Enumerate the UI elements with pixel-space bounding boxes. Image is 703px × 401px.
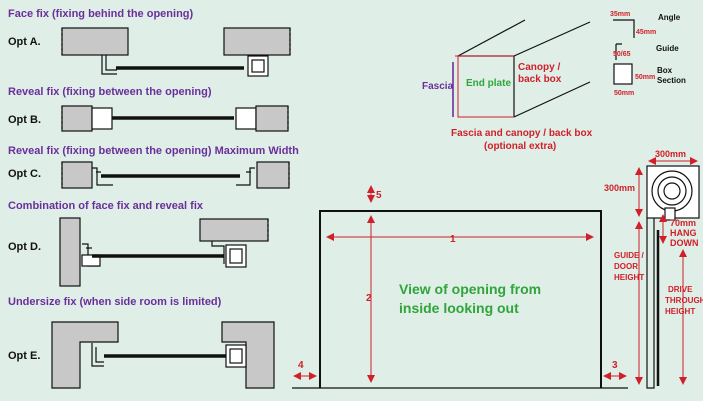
guide-right [235,107,257,130]
side-elevation: 300mm 300mm 70mm HANG DOWN GUIDE / DOOR … [604,149,703,389]
option-b-heading: Reveal fix (fixing between the opening) [8,86,212,98]
option-d-heading: Combination of face fix and reveal fix [8,200,204,212]
box-dim-2: 50mm [614,90,634,97]
option-c: Reveal fix (fixing between the opening) … [8,145,299,189]
view-label-line2: inside looking out [399,300,519,316]
angle-right [236,167,255,186]
box-width-label: 300mm [655,149,686,159]
guide-label: Guide [656,44,679,53]
opening-view: 1 2 5 4 3 View of opening from inside lo… [292,185,628,389]
angle-label: Angle [658,13,681,22]
guide-height-line2: DOOR [614,262,638,271]
wall-left [51,321,119,389]
box-dim-1: 50mm [635,74,655,81]
canopy-label-line2: back box [518,74,562,85]
dimension-2: 2 [366,293,372,304]
guide-profile [615,43,622,60]
angle-dim-2: 45mm [636,29,656,36]
guide-height-line1: GUIDE / [614,251,645,260]
option-a-heading: Face fix (fixing behind the opening) [8,8,194,20]
guide-height-line3: HEIGHT [614,273,644,282]
fascia-label: Fascia [422,81,454,92]
canopy-label-line1: Canopy / [518,62,560,73]
drive-height-line1: DRIVE [668,285,693,294]
dimension-1: 1 [450,234,456,245]
wall-right [256,161,290,189]
box-profile [613,63,633,85]
drive-height-line3: HEIGHT [665,307,695,316]
dimension-4: 4 [298,360,304,371]
guide-left [91,107,113,130]
wall-right [221,321,275,389]
end-plate-label: End plate [466,78,511,89]
guide-dim: 50/65 [613,51,631,58]
hang-down-line1: 70mm [670,218,696,228]
optional-extra-line1: Fascia and canopy / back box [451,128,593,139]
option-a-label: Opt A. [8,36,41,48]
dimension-5: 5 [376,190,382,201]
option-b-label: Opt B. [8,114,41,126]
option-c-heading: Reveal fix (fixing between the opening) … [8,145,299,157]
wall-left [61,161,93,189]
option-c-label: Opt C. [8,168,41,180]
option-e-label: Opt E. [8,350,40,362]
drive-height-line2: THROUGH [665,296,703,305]
angle-profile [613,19,635,38]
profile-sections: 35mm 45mm Angle 50/65 Guide 50mm 50mm Bo… [610,11,686,97]
box-label-2: Section [657,76,686,85]
hang-down-line3: DOWN [670,238,699,248]
view-label-line1: View of opening from [399,281,541,297]
wall-left [61,27,129,56]
optional-extra-line2: (optional extra) [484,141,556,152]
angle-left [91,343,104,367]
option-d-label: Opt D. [8,241,41,253]
opening-frame [319,210,602,388]
box-label-1: Box [657,66,673,75]
option-e: Undersize fix (when side room is limited… [8,296,275,389]
option-d: Combination of face fix and reveal fix O… [8,200,269,287]
wall-left [59,217,81,287]
hang-down-line2: HANG [670,228,697,238]
box-height-label: 300mm [604,183,635,193]
angle-left [92,167,113,186]
angle-dim-1: 35mm [610,11,630,18]
box-section-3d: Fascia End plate Canopy / back box Fasci… [422,19,593,152]
wall-right [199,218,269,242]
angle-left [101,55,117,75]
guide-rail [646,218,655,389]
wall-left [61,105,93,132]
wall-right [255,105,289,132]
option-e-heading: Undersize fix (when side room is limited… [8,296,222,308]
wall-right [223,27,291,56]
option-b: Reveal fix (fixing between the opening) … [8,86,289,132]
angle-right [211,241,225,264]
dimension-3: 3 [612,360,618,371]
option-a: Face fix (fixing behind the opening) Opt… [8,8,291,77]
